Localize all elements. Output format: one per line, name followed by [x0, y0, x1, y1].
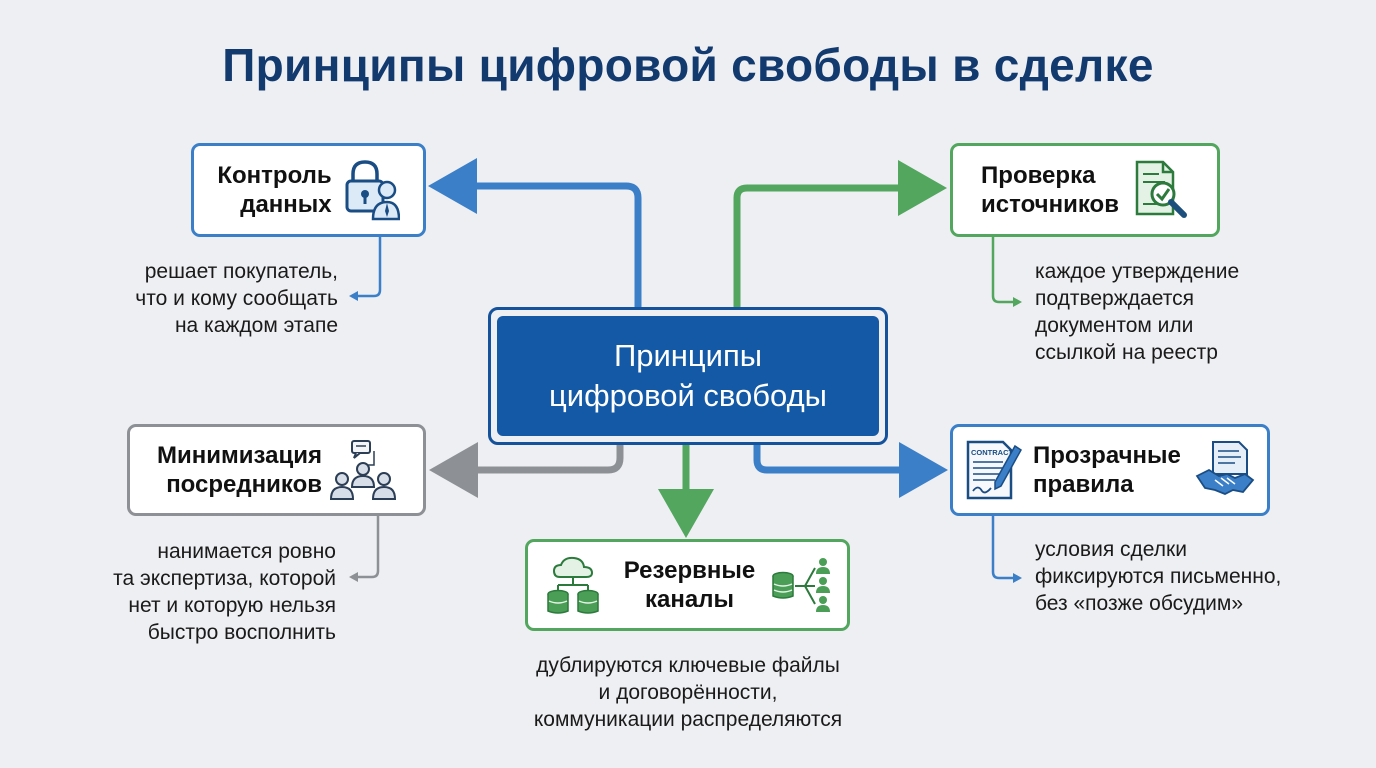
lock-user-icon: [345, 160, 400, 221]
node-control-line1: Контроль: [217, 162, 332, 189]
desc-line: каждое утверждение: [1035, 260, 1240, 283]
desc-link-control: [349, 236, 382, 301]
node-rules-line2: правила: [1033, 471, 1134, 498]
node-backup-line1: Резервные: [623, 557, 756, 584]
document-check-icon: [1135, 160, 1187, 218]
cloud-database-icon: [547, 556, 599, 614]
node-sources-line1: Проверка: [981, 162, 1096, 189]
node-backup: Резервные каналы: [525, 539, 850, 631]
node-sources-line2: источников: [981, 191, 1119, 218]
node-control-line2: данных: [240, 191, 332, 218]
desc-line: документом или: [1035, 314, 1194, 337]
desc-line: нет и которую нельзя: [128, 594, 336, 617]
handshake-document-icon: [1195, 441, 1255, 495]
team-chat-icon: [329, 440, 396, 500]
link-to-rules: [753, 442, 948, 498]
desc-line: та экспертиза, которой: [113, 567, 336, 590]
center-line1: Принципы: [613, 338, 763, 373]
desc-line: что и кому сообщать: [135, 287, 338, 310]
node-backup-line2: каналы: [645, 586, 734, 613]
contract-pen-icon: CONTRACT: [966, 440, 1022, 500]
node-rules: CONTRACT Прозрачные правила: [950, 424, 1270, 516]
desc-line: ссылкой на реестр: [1035, 341, 1218, 364]
desc-link-sources: [991, 236, 1022, 307]
node-sources: Проверка источников: [950, 143, 1220, 237]
node-control: Контроль данных: [191, 143, 426, 237]
desc-line: быстро восполнить: [147, 621, 336, 644]
node-minimize: Минимизация посредников: [127, 424, 426, 516]
link-to-minimize: [429, 442, 624, 498]
node-rules-line1: Прозрачные: [1033, 442, 1181, 469]
desc-line: дублируются ключевые файлы: [536, 654, 840, 677]
page-title: Принципы цифровой свободы в сделке: [222, 39, 1154, 91]
center-line2: цифровой свободы: [549, 378, 827, 413]
desc-line: без «позже обсудим»: [1035, 592, 1244, 615]
database-share-icon: [772, 558, 830, 612]
node-control-desc: решает покупатель, что и кому сообщать н…: [135, 258, 338, 339]
desc-link-rules: [991, 515, 1022, 583]
node-minimize-desc: нанимается ровно та экспертиза, которой …: [113, 538, 336, 646]
desc-line: на каждом этапе: [174, 314, 338, 337]
desc-line: нанимается ровно: [157, 540, 336, 563]
desc-line: фиксируются письменно,: [1035, 565, 1282, 588]
center-node: Принципы цифровой свободы: [488, 307, 888, 445]
desc-line: решает покупатель,: [144, 260, 338, 283]
desc-line: и договорённости,: [598, 681, 778, 704]
desc-line: условия сделки: [1035, 538, 1187, 561]
node-minimize-line1: Минимизация: [157, 442, 322, 469]
link-to-control: [428, 158, 642, 307]
contract-text: CONTRACT: [971, 448, 1013, 457]
node-sources-desc: каждое утверждение подтверждается докуме…: [1035, 258, 1239, 366]
node-rules-desc: условия сделки фиксируются письменно, бе…: [1035, 536, 1281, 617]
node-backup-desc: дублируются ключевые файлы и договорённо…: [488, 652, 888, 733]
desc-link-minimize: [349, 515, 380, 582]
desc-line: подтверждается: [1035, 287, 1194, 310]
desc-line: коммуникации распределяются: [533, 708, 843, 731]
node-minimize-line2: посредников: [166, 471, 322, 498]
link-to-sources: [733, 160, 947, 307]
